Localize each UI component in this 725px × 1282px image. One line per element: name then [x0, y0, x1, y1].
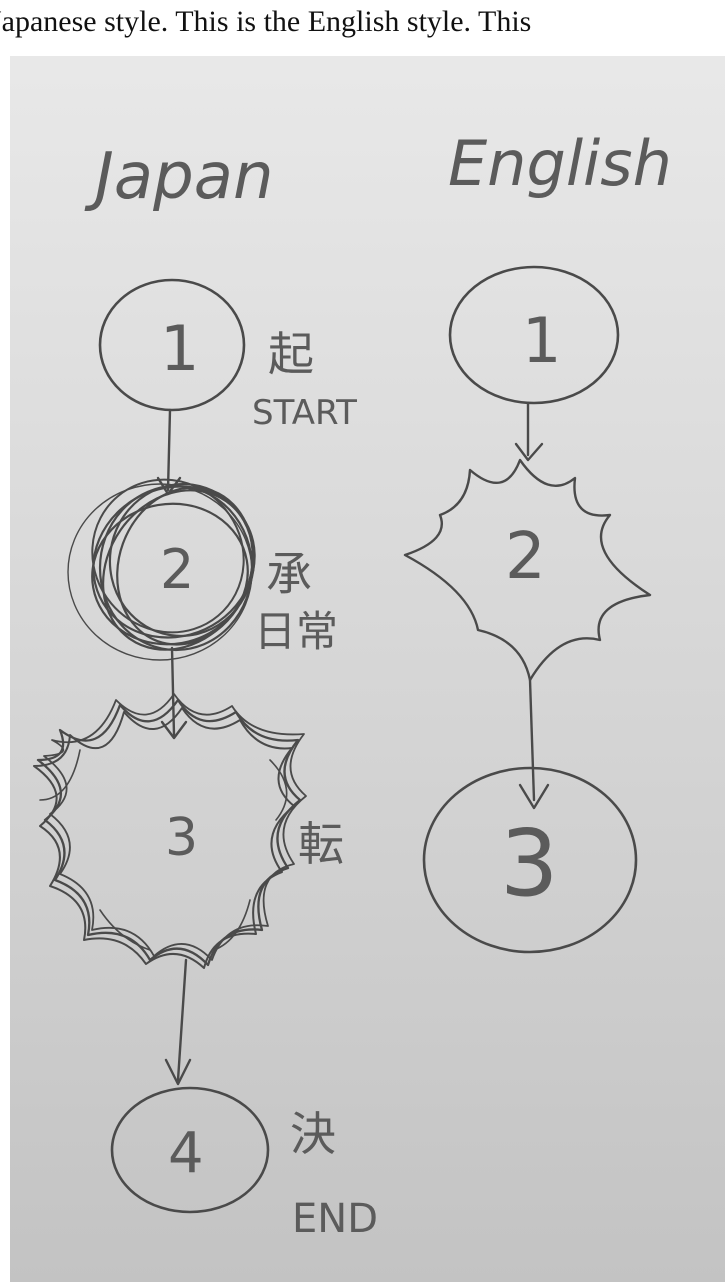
- jp-node-2-label: 日常: [254, 607, 338, 656]
- jp-node-2-number: 2: [160, 538, 194, 601]
- en-node-1: 1: [448, 265, 620, 405]
- paper-background: [10, 32, 725, 1282]
- jp-arrow-3-4: [164, 958, 192, 1086]
- jp-node-4-number: 4: [168, 1121, 204, 1186]
- jp-node-1: 1: [98, 278, 246, 412]
- jp-node-2-kanji: 承: [266, 547, 312, 601]
- jp-node-4: 4: [110, 1086, 270, 1214]
- en-arrow-2-3: [518, 678, 550, 810]
- jp-node-1-kanji: 起: [268, 327, 314, 381]
- en-arrow-1-2: [514, 401, 544, 462]
- right-column-heading: English: [448, 127, 672, 200]
- jp-node-1-number: 1: [160, 312, 199, 385]
- jp-node-3: 3: [33, 693, 307, 969]
- jp-arrow-2-3: [160, 646, 188, 740]
- jp-node-3-kanji: 転: [298, 817, 344, 871]
- en-node-2-number: 2: [505, 520, 546, 594]
- jp-node-3-number: 3: [165, 808, 198, 868]
- jp-node-2: 2: [67, 478, 256, 661]
- jp-node-1-label: START: [252, 393, 357, 433]
- left-column-heading: Japan: [84, 140, 274, 214]
- jp-node-4-label: END: [292, 1196, 378, 1242]
- en-node-3: 3: [422, 766, 638, 954]
- page-caption: Japanese style. This is the English styl…: [0, 0, 725, 56]
- en-node-3-number: 3: [500, 810, 559, 917]
- en-node-1-number: 1: [522, 304, 561, 377]
- jp-node-4-kanji: 決: [290, 1107, 336, 1161]
- en-node-2: 2: [403, 458, 652, 682]
